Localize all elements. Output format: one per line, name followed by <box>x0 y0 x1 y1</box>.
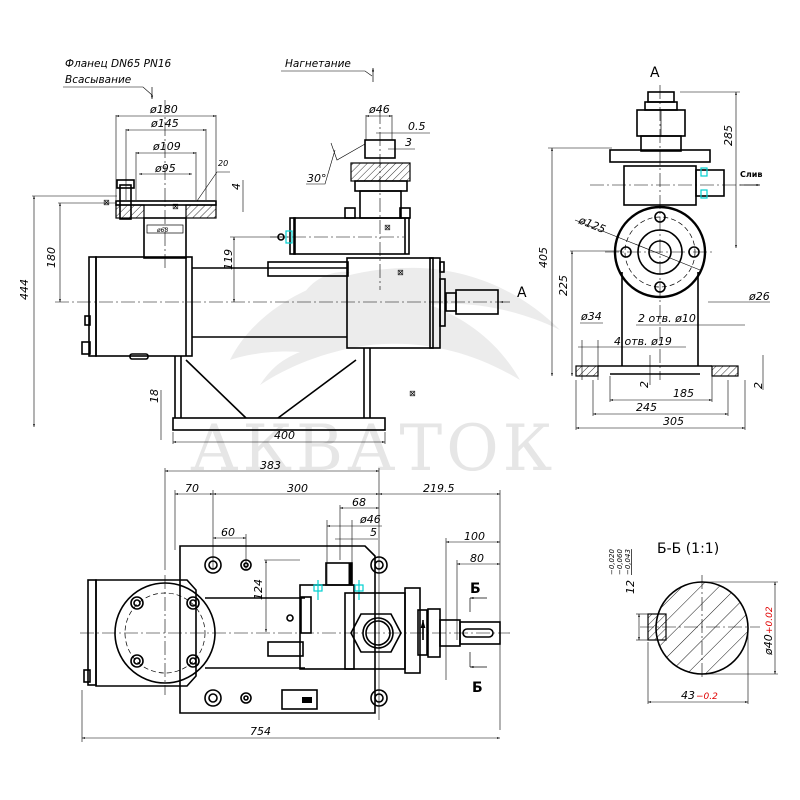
dim-h225: 225 <box>557 275 570 296</box>
view-a-title: A <box>650 65 660 81</box>
side-view-a: A Слив ø125 <box>537 65 770 430</box>
base-frame <box>172 417 386 431</box>
nameplate <box>281 689 318 710</box>
discharge-nut <box>350 162 411 182</box>
dim-h285: 285 <box>722 125 735 146</box>
flange-left <box>115 204 145 219</box>
svg-text:⊠: ⊠ <box>172 202 179 211</box>
dim-d26: ø26 <box>748 290 770 303</box>
flange-right <box>185 204 217 219</box>
motor-housing <box>95 256 193 357</box>
dim-top-d46: ø46 <box>359 513 381 526</box>
watermark-dolphin-shape <box>230 267 560 385</box>
dim-h405: 405 <box>537 247 550 268</box>
discharge-label: Нагнетание <box>285 58 351 70</box>
svg-text:⊠: ⊠ <box>397 268 404 277</box>
dim-t2-left: 2 <box>638 381 651 388</box>
dim-h4: 4 <box>230 183 243 190</box>
dim-w400: 400 <box>274 429 295 442</box>
watermark: АКВАТОК <box>190 267 560 486</box>
dim-w80: 80 <box>470 552 484 565</box>
pump-head <box>346 257 434 349</box>
dim-d34: ø34 <box>580 310 602 323</box>
dim-w185: 185 <box>673 387 694 400</box>
leader-20-label: 20 <box>218 159 228 168</box>
top-shaft <box>459 621 501 645</box>
dim-h18: 18 <box>148 389 161 403</box>
dim-w383: 383 <box>260 459 281 472</box>
dim-d125: ø125 <box>576 213 608 236</box>
dim-angle30: 30° <box>307 172 327 185</box>
key-depth: 43 <box>681 689 695 702</box>
svg-text:⊠: ⊠ <box>384 223 391 232</box>
dim-w305: 305 <box>663 415 684 428</box>
svg-text:⊠: ⊠ <box>409 389 416 398</box>
dim-w60: 60 <box>221 526 235 539</box>
flange-label: Фланец DN65 PN16 <box>65 58 171 70</box>
top-motor-body <box>95 579 197 687</box>
drain-label: Слив <box>740 170 762 179</box>
holes-4-d19: 4 отв. ø19 <box>614 335 672 348</box>
section-title: Б-Б (1:1) <box>657 541 719 557</box>
dim-h124: 124 <box>252 579 265 600</box>
dim-w219-5: 219.5 <box>423 482 455 495</box>
dim-h444: 444 <box>18 279 31 300</box>
pipe-d68-label: ø68 <box>156 227 168 234</box>
suction-label: Всасывание <box>65 74 131 86</box>
dim-h180: 180 <box>45 247 58 268</box>
holes-2-d10: 2 отв. ø10 <box>638 312 696 325</box>
section-mark-bottom: Б <box>472 680 483 696</box>
watermark-dolphin-fin <box>300 271 350 310</box>
dim-w100: 100 <box>464 530 485 543</box>
drain-plug <box>81 341 91 355</box>
dim-d3: 3 <box>405 136 412 149</box>
key-width: 12 <box>624 580 637 594</box>
shaft-tolerance: +0.02 <box>765 606 775 634</box>
dim-h119: 119 <box>222 249 235 270</box>
discharge-leader <box>281 70 373 77</box>
top-base-plate <box>179 545 376 714</box>
view-a-arrow-label: A <box>517 285 527 301</box>
dim-d145: ø145 <box>150 117 179 130</box>
svg-text:⊠: ⊠ <box>103 198 110 207</box>
dim-w68: 68 <box>352 496 366 509</box>
dim-d180: ø180 <box>149 103 178 116</box>
dim-w245: 245 <box>636 401 657 414</box>
key-tol-upper: −0,020 <box>608 549 616 575</box>
flange-bolt <box>119 184 132 220</box>
top-discharge-nut <box>350 613 402 653</box>
watermark-text: АКВАТОК <box>190 412 556 486</box>
dim-w754: 754 <box>250 725 271 738</box>
key-tol-mid: −0,060 <box>616 549 624 575</box>
suction-leader <box>63 86 153 96</box>
flange-bolt-head <box>116 179 135 189</box>
section-mark-top: Б <box>470 581 481 597</box>
dim-d46: ø46 <box>368 103 390 116</box>
dim-w70: 70 <box>185 482 199 495</box>
dim-w5: 5 <box>370 526 377 539</box>
section-bb: Б-Б (1:1) 12 −0,020 −0,060 −0,043 ø40 +0… <box>608 541 778 704</box>
dim-d109: ø109 <box>152 140 181 153</box>
shaft-diameter: ø40 <box>762 634 775 656</box>
front-view: Фланец DN65 PN16 Всасывание Нагнетание ø… <box>18 58 527 444</box>
top-view: 383 70 300 219.5 68 ø46 5 60 100 80 124 <box>80 459 510 742</box>
valve-block <box>293 217 410 255</box>
cyan-fitting <box>285 230 293 244</box>
dim-w300: 300 <box>287 482 308 495</box>
shaft-front <box>455 289 499 315</box>
dim-d05: 0.5 <box>408 120 426 133</box>
dim-t2-right: 2 <box>752 382 765 389</box>
key-depth-tolerance: −0.2 <box>696 692 718 702</box>
key-tol-lower: −0,043 <box>624 549 632 575</box>
leader-20 <box>196 171 230 202</box>
